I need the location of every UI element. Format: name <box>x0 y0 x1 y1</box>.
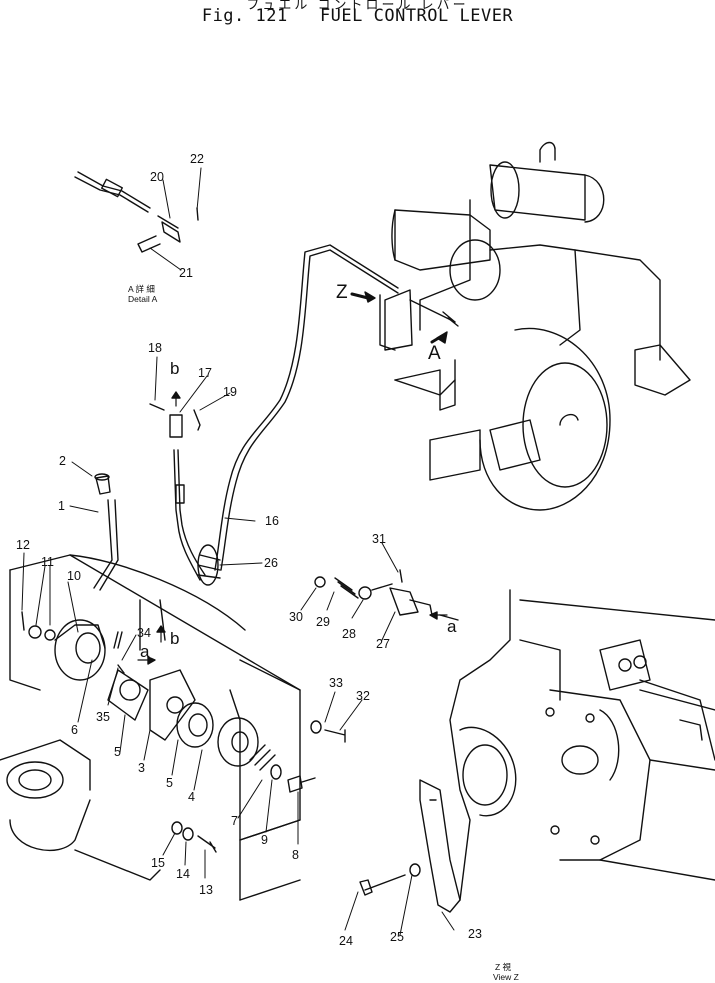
part-number-25: 25 <box>390 930 404 944</box>
part-number-26: 26 <box>264 556 278 570</box>
part-number-23: 23 <box>468 927 482 941</box>
part-number-35: 35 <box>96 710 110 724</box>
detail-a-caption-en: Detail A <box>128 294 158 304</box>
figure-number: Fig. 121 <box>201 6 288 26</box>
part-number-7: 7 <box>231 814 238 828</box>
part-number-6: 6 <box>71 723 78 737</box>
view-marker-a-right: a <box>447 617 457 636</box>
view-z-caption-en: View Z <box>493 972 519 982</box>
part-number-13: 13 <box>199 883 213 897</box>
part-number-22: 22 <box>190 152 204 166</box>
part-number-12: 12 <box>16 538 30 552</box>
part-number-1: 1 <box>58 499 65 513</box>
part-number-10: 10 <box>67 569 81 583</box>
view-marker-b-upper: b <box>170 359 180 378</box>
part-number-16: 16 <box>265 514 279 528</box>
view-marker-a-left: a <box>140 642 150 661</box>
engine-assembly-top <box>379 141 691 511</box>
lever-control-cable <box>149 403 221 586</box>
part-number-8: 8 <box>292 848 299 862</box>
direction-arrows <box>137 291 448 665</box>
part-number-20: 20 <box>150 170 164 184</box>
part-number-32: 32 <box>356 689 370 703</box>
part-number-9: 9 <box>261 833 268 847</box>
part-number-21: 21 <box>179 266 193 280</box>
part-number-2: 2 <box>59 454 66 468</box>
view-marker-b-lower: b <box>170 629 180 648</box>
part-number-33: 33 <box>329 676 343 690</box>
part-number-5a: 5 <box>114 745 121 759</box>
part-number-34: 34 <box>137 626 151 640</box>
view-marker-a: A <box>428 343 441 364</box>
view-z-caption-jp: Z 視 <box>495 962 512 972</box>
leader-lines <box>21 167 455 936</box>
part-number-5b: 5 <box>166 776 173 790</box>
view-z-caption: Z 視 View Z <box>493 962 533 982</box>
part-number-24: 24 <box>339 934 353 948</box>
part-number-18: 18 <box>148 341 162 355</box>
detail-a-caption: A 詳 細 Detail A <box>128 284 157 304</box>
part-number-27: 27 <box>376 637 390 651</box>
part-number-3: 3 <box>138 761 145 775</box>
lever-assembly <box>21 473 346 853</box>
mounting-frame <box>0 499 301 901</box>
part-number-29: 29 <box>316 615 330 629</box>
part-number-30: 30 <box>289 610 303 624</box>
part-number-19: 19 <box>223 385 237 399</box>
detail-a-caption-jp: A 詳 細 <box>128 284 155 294</box>
part-number-17: 17 <box>198 366 212 380</box>
part-number-28: 28 <box>342 627 356 641</box>
figure-caption: FUEL CONTROL LEVER <box>319 6 514 26</box>
part-number-31: 31 <box>372 532 386 546</box>
part-number-4: 4 <box>188 790 195 804</box>
engine-assembly-view-z <box>359 589 715 913</box>
detail-a-cable <box>74 171 199 253</box>
japanese-title: フュエル コントロール レバー <box>246 0 469 13</box>
part-number-11: 11 <box>41 555 54 569</box>
part-number-15: 15 <box>151 856 165 870</box>
joint-assembly <box>314 569 459 621</box>
figure-title: Fig. 121 FUEL CONTROL LEVER <box>0 6 715 26</box>
view-marker-z: Z <box>336 282 348 303</box>
part-number-14: 14 <box>176 867 190 881</box>
